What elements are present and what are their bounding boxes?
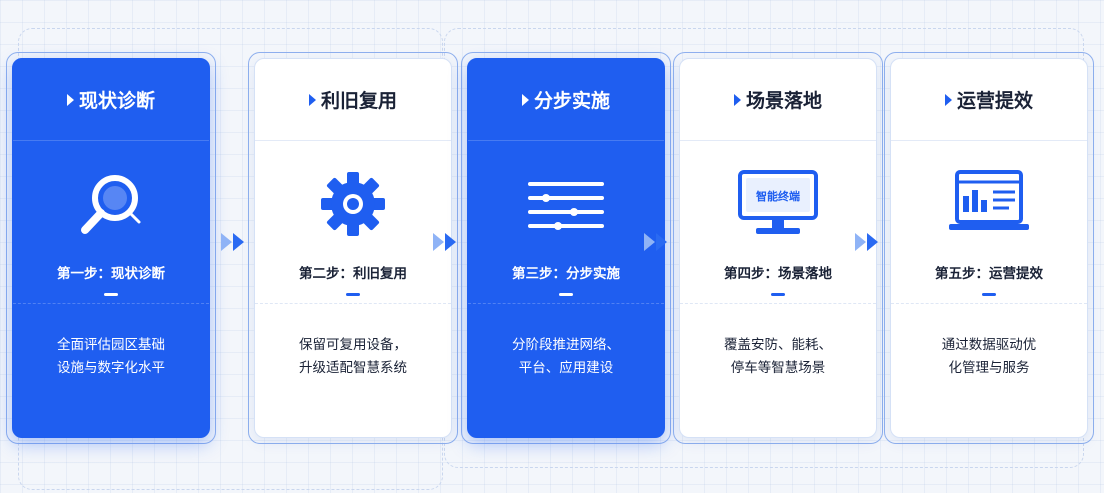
stage-title: 现状诊断 xyxy=(78,90,155,112)
desc-line: 设施与数字化水平 xyxy=(57,360,165,376)
arrow-right-icon xyxy=(66,93,74,106)
desc-line: 升级适配智慧系统 xyxy=(299,360,407,376)
dash-divider xyxy=(559,293,573,296)
desc-line: 停车等智慧场景 xyxy=(730,360,826,376)
connector-arrow-3 xyxy=(644,232,676,252)
card-divider xyxy=(13,303,209,304)
desc-line: 保留可复用设备， xyxy=(299,337,407,353)
stage-header: 场景落地 xyxy=(680,59,876,141)
stage-header: 分步实施 xyxy=(468,59,664,141)
connector-arrow-4 xyxy=(855,232,887,252)
stage-title: 场景落地 xyxy=(745,90,822,112)
stage-description: 覆盖安防、能耗、 停车等智慧场景 xyxy=(690,334,866,380)
timeline-bars-icon xyxy=(468,159,664,249)
chevron-right-icon xyxy=(221,233,232,251)
stage-5: 运营提效 第五步：运营提效 通过数据驱动优 化管理与服务 xyxy=(884,52,1094,444)
stage-header: 运营提效 xyxy=(891,59,1087,141)
dash-divider xyxy=(104,293,118,296)
step-label: 第三步：分步实施 xyxy=(512,266,620,282)
dash-divider xyxy=(771,293,785,296)
stage-3: 分步实施 第三步：分步实施 分阶段推进网络、 平台、应用建设 xyxy=(461,52,671,444)
step-label: 第二步：利旧复用 xyxy=(299,266,407,282)
chevron-right-icon xyxy=(656,233,667,251)
stage-card-4: 场景落地 智能终端 第四步：场景落地 覆盖安防、能耗、 停车等智慧场景 xyxy=(679,58,877,438)
stage-title: 利旧复用 xyxy=(320,90,397,112)
arrow-right-icon xyxy=(308,93,316,106)
stage-header: 利旧复用 xyxy=(255,59,451,141)
stage-2: 利旧复用 第二步：利旧复用 xyxy=(248,52,458,444)
card-divider xyxy=(255,303,451,304)
chevron-right-icon xyxy=(433,233,444,251)
stage-title: 分步实施 xyxy=(533,90,610,112)
step-label: 第一步：现状诊断 xyxy=(57,266,165,282)
gear-icon xyxy=(255,159,451,249)
chevron-right-icon xyxy=(867,233,878,251)
card-divider xyxy=(680,303,876,304)
stage-header: 现状诊断 xyxy=(13,59,209,141)
stage-card-3: 分步实施 第三步：分步实施 分阶段推进网络、 平台、应用建设 xyxy=(467,58,665,438)
stage-1: 现状诊断 第一步：现状诊断 全面评估园区基础 设施与数字化水平 xyxy=(6,52,216,444)
chevron-right-icon xyxy=(233,233,244,251)
chevron-right-icon xyxy=(644,233,655,251)
step-label: 第五步：运营提效 xyxy=(935,266,1043,282)
desc-line: 分阶段推进网络、 xyxy=(512,337,620,353)
chevron-right-icon xyxy=(445,233,456,251)
desc-line: 平台、应用建设 xyxy=(518,360,614,376)
desc-line: 全面评估园区基础 xyxy=(57,337,165,353)
connector-arrow-1 xyxy=(221,232,253,252)
stage-description: 保留可复用设备， 升级适配智慧系统 xyxy=(265,334,441,380)
stage-description: 分阶段推进网络、 平台、应用建设 xyxy=(478,334,654,380)
connector-arrow-2 xyxy=(433,232,465,252)
desc-line: 化管理与服务 xyxy=(948,360,1030,376)
step-label: 第四步：场景落地 xyxy=(724,266,832,282)
stage-4: 场景落地 智能终端 第四步：场景落地 覆盖安防、能耗、 停车等智慧场景 xyxy=(673,52,883,444)
dash-divider xyxy=(346,293,360,296)
card-divider xyxy=(468,303,664,304)
arrow-right-icon xyxy=(733,93,741,106)
stage-description: 通过数据驱动优 化管理与服务 xyxy=(901,334,1077,380)
stage-card-2: 利旧复用 第二步：利旧复用 xyxy=(254,58,452,438)
magnifier-icon xyxy=(13,159,209,249)
smart-terminal-icon: 智能终端 xyxy=(680,159,876,249)
arrow-right-icon xyxy=(944,93,952,106)
stage-title: 运营提效 xyxy=(956,90,1033,112)
terminal-label: 智能终端 xyxy=(756,189,800,203)
arrow-right-icon xyxy=(521,93,529,106)
stage-description: 全面评估园区基础 设施与数字化水平 xyxy=(23,334,199,380)
stage-card-1: 现状诊断 第一步：现状诊断 全面评估园区基础 设施与数字化水平 xyxy=(12,58,210,438)
card-divider xyxy=(891,303,1087,304)
dash-divider xyxy=(982,293,996,296)
chevron-right-icon xyxy=(855,233,866,251)
dashboard-monitor-icon xyxy=(891,159,1087,249)
stage-card-5: 运营提效 第五步：运营提效 通过数据驱动优 化管理与服务 xyxy=(890,58,1088,438)
desc-line: 覆盖安防、能耗、 xyxy=(724,337,832,353)
desc-line: 通过数据驱动优 xyxy=(941,337,1037,353)
